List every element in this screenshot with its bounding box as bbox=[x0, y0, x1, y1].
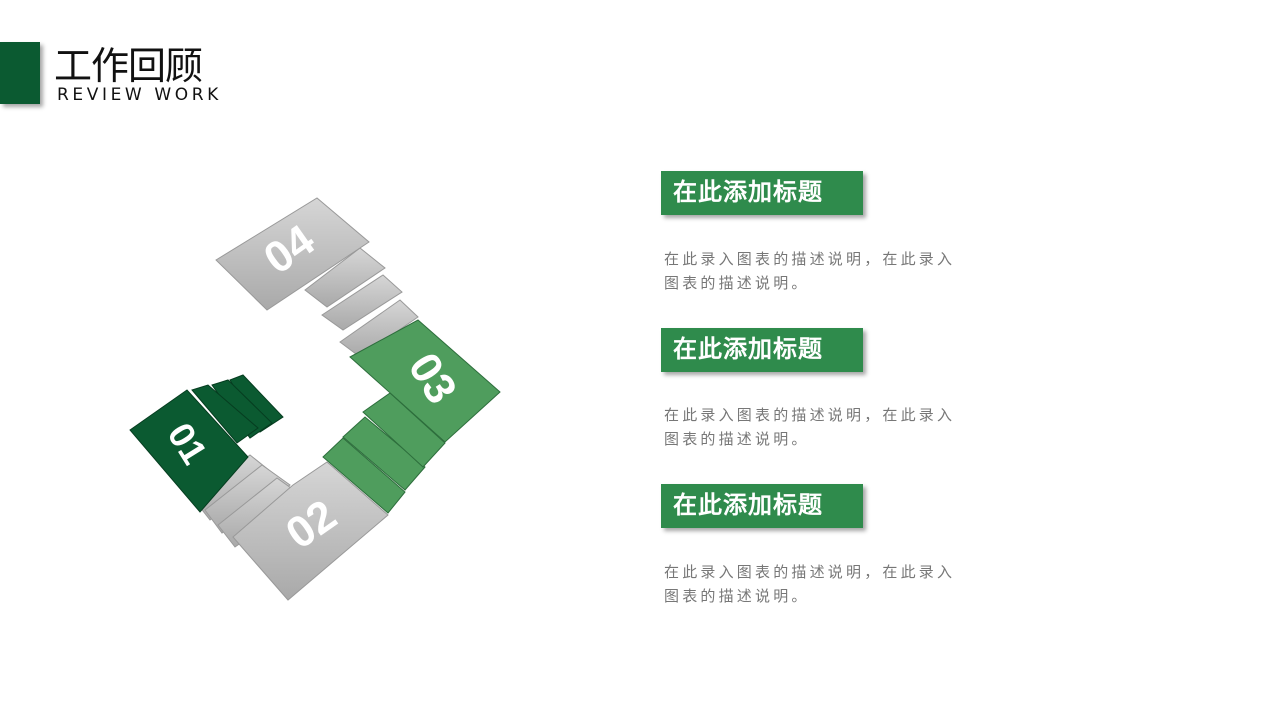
step-03-tile bbox=[349, 319, 501, 443]
step-04-tile bbox=[215, 197, 370, 311]
step-04-stair bbox=[304, 247, 386, 308]
item-1-desc: 在此录入图表的描述说明，在此录入图表的描述说明。 bbox=[664, 250, 956, 292]
step-04-stair bbox=[339, 299, 419, 358]
item-3-desc: 在此录入图表的描述说明，在此录入图表的描述说明。 bbox=[664, 563, 956, 605]
item-1-title: 在此添加标题 bbox=[661, 171, 863, 215]
item-2-title: 在此添加标题 bbox=[661, 328, 863, 372]
page-subtitle: REVIEW WORK bbox=[57, 85, 222, 105]
step-03-stair bbox=[322, 437, 406, 514]
item-3-title: 在此添加标题 bbox=[661, 484, 863, 528]
item-2-desc: 在此录入图表的描述说明，在此录入图表的描述说明。 bbox=[664, 406, 956, 448]
step-03-stair bbox=[362, 392, 446, 468]
step-01-stair bbox=[191, 384, 259, 444]
step-03-stair bbox=[342, 416, 426, 491]
title-accent-block bbox=[0, 42, 40, 104]
step-04-stair bbox=[321, 274, 403, 331]
step-02-tile bbox=[232, 461, 389, 601]
step-02-stair bbox=[204, 464, 291, 534]
page-title: 工作回顾 bbox=[54, 44, 203, 88]
step-01-tile bbox=[129, 389, 249, 513]
